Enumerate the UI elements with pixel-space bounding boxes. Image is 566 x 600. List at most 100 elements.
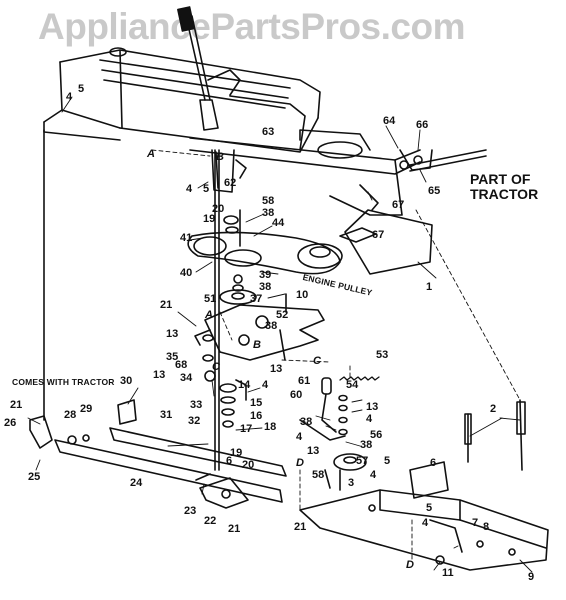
spring-53 [339, 376, 380, 381]
comes-with-tractor-note: COMES WITH TRACTOR [12, 377, 115, 387]
part-label-4: 4 [186, 183, 193, 195]
part-label-19: 19 [203, 213, 216, 225]
part-label-58: 58 [312, 469, 325, 481]
part-label-4: 4 [66, 91, 73, 103]
ref-label-d: D [296, 457, 304, 469]
part-label-38: 38 [360, 439, 373, 451]
ref-label-a: A [147, 148, 155, 160]
part-label-19: 19 [230, 447, 243, 459]
part-label-5: 5 [203, 183, 210, 195]
part-label-5: 5 [426, 502, 433, 514]
part-label-62: 62 [224, 177, 237, 189]
bar-31 [109, 399, 287, 477]
part-label-63: 63 [262, 126, 275, 138]
part-label-5: 5 [384, 455, 391, 467]
part-label-16: 16 [250, 410, 263, 422]
part-label-64: 64 [383, 115, 396, 127]
bracket-22-23 [195, 473, 249, 509]
ref-label-b: B [253, 339, 261, 351]
ref-label-a: A [205, 309, 213, 321]
bar-24 [29, 415, 283, 503]
part-label-28: 28 [64, 409, 77, 421]
idler-hardware [219, 209, 287, 313]
part-label-31: 31 [160, 409, 173, 421]
part-label-1: 1 [426, 281, 433, 293]
part-label-6: 6 [226, 455, 233, 467]
part-label-17: 17 [240, 423, 253, 435]
ref-label-b: B [216, 151, 224, 163]
right-rail [189, 129, 487, 216]
part-label-20: 20 [242, 459, 255, 471]
part-label-53: 53 [376, 349, 389, 361]
watermark-text: AppliancePartsPros.com [38, 6, 465, 47]
part-label-29: 29 [80, 403, 93, 415]
part-label-25: 25 [28, 471, 41, 483]
part-label-58: 58 [262, 195, 275, 207]
right-linkage [299, 377, 367, 491]
lift-lever [177, 6, 241, 131]
part-label-14: 14 [238, 379, 251, 391]
part-label-11: 11 [442, 567, 454, 579]
part-label-4: 4 [370, 469, 377, 481]
part-label-5: 5 [78, 83, 85, 95]
linkage-stack [202, 334, 247, 428]
part-label-61: 61 [298, 375, 311, 387]
part-label-13: 13 [153, 369, 166, 381]
part-label-39: 39 [259, 269, 272, 281]
part-label-41: 41 [180, 232, 193, 244]
part-label-3: 3 [348, 477, 355, 489]
part-label-4: 4 [422, 517, 429, 529]
plate-1 [339, 209, 433, 275]
part-label-4: 4 [296, 431, 303, 443]
part-label-21: 21 [10, 399, 23, 411]
part-label-68: 68 [175, 359, 188, 371]
part-label-21: 21 [294, 521, 307, 533]
part-label-57: 57 [356, 455, 369, 467]
drive-belt [187, 231, 343, 275]
part-label-38: 38 [300, 416, 313, 428]
part-label-22: 22 [204, 515, 217, 527]
part-of-tractor-line1: PART OF [470, 171, 531, 187]
part-label-37: 37 [250, 293, 263, 305]
lower-frame-9 [299, 461, 549, 571]
ref-label-c: C [212, 361, 220, 373]
part-label-13: 13 [166, 328, 179, 340]
part-label-67: 67 [392, 199, 405, 211]
part-label-38: 38 [262, 207, 275, 219]
part-label-13: 13 [307, 445, 320, 457]
part-label-20: 20 [212, 203, 225, 215]
part-label-56: 56 [370, 429, 383, 441]
part-label-7: 7 [472, 517, 479, 529]
ref-label-d: D [406, 559, 414, 571]
part-label-2: 2 [490, 403, 497, 415]
part-label-8: 8 [483, 521, 490, 533]
part-label-52: 52 [276, 309, 289, 321]
part-label-38: 38 [259, 281, 272, 293]
part-label-34: 34 [180, 372, 193, 384]
part-label-54: 54 [346, 379, 359, 391]
upper-frame-body [43, 47, 321, 153]
part-label-32: 32 [188, 415, 201, 427]
springs-2 [464, 399, 526, 471]
part-label-9: 9 [528, 571, 535, 583]
part-label-30: 30 [120, 375, 133, 387]
part-label-66: 66 [416, 119, 429, 131]
part-label-10: 10 [296, 289, 309, 301]
part-label-13: 13 [270, 363, 283, 375]
part-label-4: 4 [262, 379, 269, 391]
part-label-35: 35 [166, 351, 179, 363]
part-label-21: 21 [160, 299, 173, 311]
part-label-51: 51 [204, 293, 217, 305]
part-label-24: 24 [130, 477, 143, 489]
part-label-21: 21 [228, 523, 241, 535]
part-label-65: 65 [428, 185, 441, 197]
part-label-23: 23 [184, 505, 197, 517]
part-label-26: 26 [4, 417, 17, 429]
bracket-62 [211, 149, 247, 193]
part-label-4: 4 [366, 413, 373, 425]
part-label-40: 40 [180, 267, 193, 279]
part-label-44: 44 [272, 217, 285, 229]
idler-bracket-52 [194, 304, 325, 361]
